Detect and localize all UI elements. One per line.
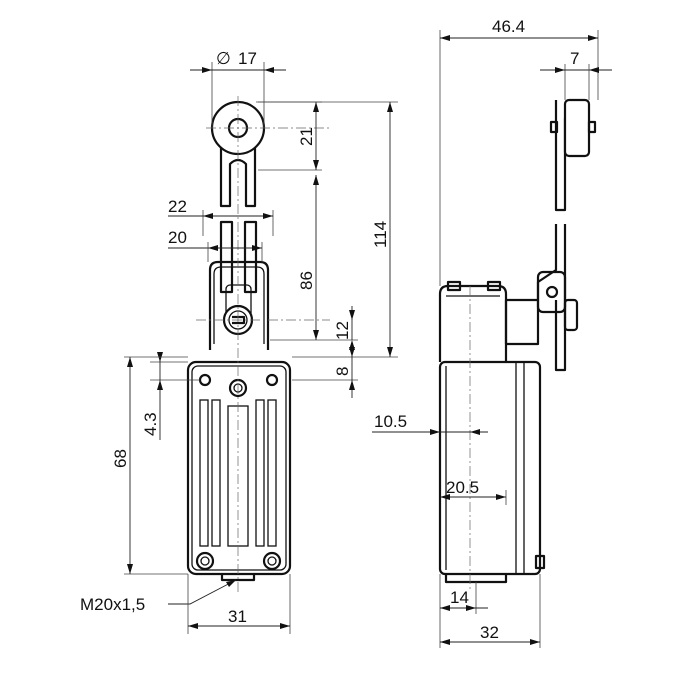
- dim-roller-diameter: 17: [238, 49, 257, 68]
- side-head: [438, 280, 540, 362]
- mount-hole-left: [198, 373, 212, 387]
- side-conduit: [444, 574, 508, 584]
- switch-body: [186, 360, 292, 582]
- dim-overall-depth: 46.4: [492, 17, 525, 36]
- dim-roller-depth: 7: [570, 49, 579, 68]
- dim-diameter-symbol: ∅: [216, 49, 231, 68]
- side-view: [438, 98, 597, 592]
- dimension-labels: ∅ 17 21 22 20 86 114 12 8 4.3 68 M20x1,5…: [80, 17, 579, 642]
- dim-slot-width-outer: 22: [168, 197, 187, 216]
- dim-thread: M20x1,5: [80, 595, 145, 614]
- dim-body-mid-depth: 20.5: [446, 478, 479, 497]
- front-view: [186, 96, 330, 592]
- dim-pivot-offset: 12: [333, 321, 352, 340]
- dim-body-height: 68: [111, 449, 130, 468]
- mount-hole-right: [265, 373, 279, 387]
- dim-body-width: 31: [228, 607, 247, 626]
- lever-arms: [219, 220, 258, 294]
- conduit-entry: [220, 574, 256, 582]
- side-body: [438, 360, 546, 584]
- dim-mount-hole-offset: 4.3: [141, 412, 160, 436]
- actuator-head: [208, 260, 270, 350]
- side-clamp-screw: [563, 298, 579, 332]
- dim-roller-to-slot: 21: [297, 127, 316, 146]
- cover-screw-bottom-right: [262, 551, 282, 571]
- dim-conduit-offset: 14: [450, 588, 469, 607]
- side-roller: [563, 98, 591, 158]
- side-lever-upper: [554, 100, 567, 212]
- dim-slot-width-inner: 20: [168, 228, 187, 247]
- dim-pivot-depth: 10.5: [374, 412, 407, 431]
- dim-body-depth: 32: [480, 623, 499, 642]
- dim-head-offset: 8: [333, 367, 352, 376]
- cover-screw-bottom-left: [195, 551, 215, 571]
- dim-overall-height: 114: [371, 221, 390, 248]
- dim-lever-height: 86: [297, 271, 316, 290]
- dimension-lines: [124, 30, 612, 648]
